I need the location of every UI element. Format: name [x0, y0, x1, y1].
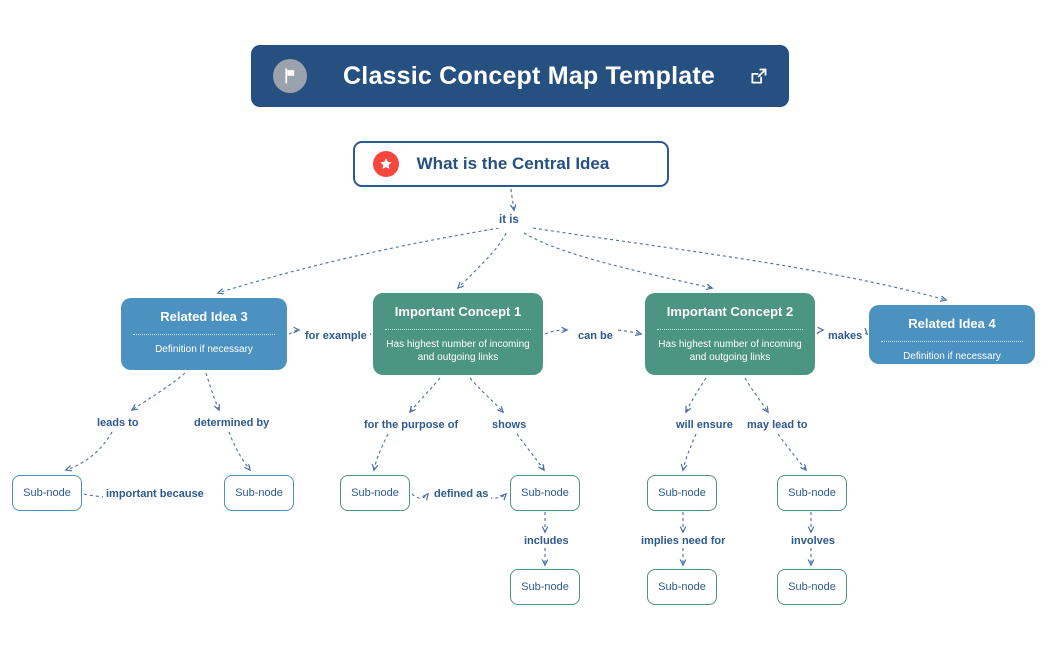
concept-divider [881, 340, 1023, 342]
sub-node-label: Sub-node [788, 487, 836, 499]
edge-label-can-be: can be [575, 329, 616, 344]
sub-node[interactable]: Sub-node [340, 475, 410, 511]
concept-divider [385, 328, 531, 330]
sub-node[interactable]: Sub-node [510, 475, 580, 511]
concept-card-important-concept-2[interactable]: Important Concept 2 Has highest number o… [645, 293, 815, 375]
sub-node[interactable]: Sub-node [777, 475, 847, 511]
sub-node[interactable]: Sub-node [12, 475, 82, 511]
edge-label-includes: includes [521, 534, 572, 549]
edge-label-may-lead-to: may lead to [744, 418, 811, 433]
sub-node-label: Sub-node [788, 581, 836, 593]
edge-label-shows: shows [489, 418, 530, 433]
star-icon [373, 151, 399, 177]
edge-label-important-because: important because [103, 487, 207, 502]
sub-node-label: Sub-node [521, 487, 569, 499]
concept-divider [133, 333, 275, 335]
concept-title: Related Idea 4 [908, 316, 996, 331]
sub-node[interactable]: Sub-node [647, 569, 717, 605]
sub-node-label: Sub-node [23, 487, 71, 499]
edge-label-leads-to: leads to [94, 416, 142, 431]
sub-node[interactable]: Sub-node [777, 569, 847, 605]
concept-card-related-idea-3[interactable]: Related Idea 3 Definition if necessary [121, 298, 287, 370]
concept-title: Important Concept 2 [666, 304, 794, 319]
edge-label-for-the-purpose-of: for the purpose of [361, 418, 462, 433]
concept-card-important-concept-1[interactable]: Important Concept 1 Has highest number o… [373, 293, 543, 375]
concept-description: Definition if necessary [155, 343, 253, 355]
edge-label-involves: involves [788, 534, 839, 549]
edge-label-for-example: for example [302, 329, 370, 344]
edge-label-implies-need-for: implies need for [638, 534, 729, 549]
sub-node[interactable]: Sub-node [224, 475, 294, 511]
concept-card-related-idea-4[interactable]: Related Idea 4 Definition if necessary [869, 305, 1035, 364]
sub-node-label: Sub-node [658, 581, 706, 593]
concept-description: Has highest number of incoming and outgo… [658, 338, 802, 364]
sub-node[interactable]: Sub-node [647, 475, 717, 511]
template-header-banner[interactable]: Classic Concept Map Template [251, 45, 789, 107]
flag-icon [273, 59, 307, 93]
sub-node-label: Sub-node [235, 487, 283, 499]
sub-node-label: Sub-node [521, 581, 569, 593]
concept-divider [657, 328, 803, 330]
sub-node-label: Sub-node [351, 487, 399, 499]
external-link-icon[interactable] [747, 65, 769, 87]
edge-label-defined-as: defined as [431, 487, 492, 502]
edge-label-will-ensure: will ensure [673, 418, 736, 433]
sub-node-label: Sub-node [658, 487, 706, 499]
edge-label-makes: makes [825, 329, 866, 344]
central-idea-node[interactable]: What is the Central Idea [353, 141, 669, 187]
concept-description: Has highest number of incoming and outgo… [386, 338, 530, 364]
concept-title: Important Concept 1 [394, 304, 522, 319]
sub-node[interactable]: Sub-node [510, 569, 580, 605]
central-idea-label: What is the Central Idea [416, 154, 610, 173]
edge-label-it-is: it is [496, 213, 522, 228]
page-title: Classic Concept Map Template [343, 61, 715, 90]
edge-label-determined-by: determined by [191, 416, 273, 431]
concept-description: Definition if necessary [903, 350, 1001, 362]
concept-title: Related Idea 3 [160, 309, 248, 324]
